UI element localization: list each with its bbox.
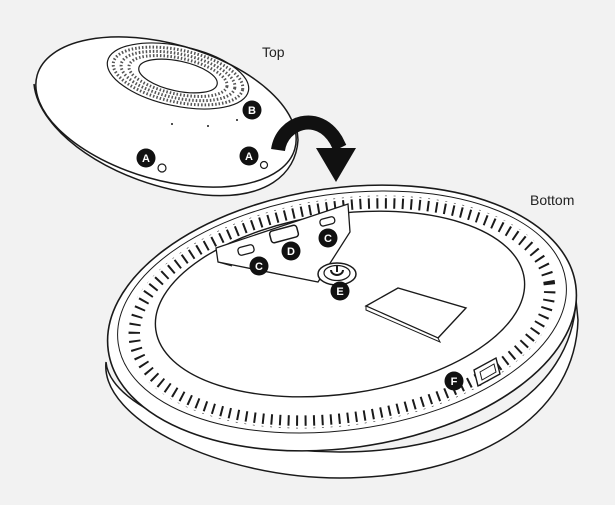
callout-letter: C <box>255 261 263 273</box>
callout-e-7: E <box>330 281 350 301</box>
flip-arrow-icon <box>271 115 356 182</box>
callout-b-3: B <box>242 100 262 120</box>
callout-letter: E <box>336 286 343 298</box>
callout-letter: C <box>324 233 332 245</box>
callout-letter: A <box>245 151 253 163</box>
vent-slots <box>127 195 557 429</box>
callout-letter: B <box>248 105 256 117</box>
speaker-grille <box>106 42 250 110</box>
callout-c-4: C <box>318 228 338 248</box>
callout-d-6: D <box>281 241 301 261</box>
lock-slot <box>473 356 501 388</box>
rubber-foot <box>364 287 468 344</box>
indicator-light-right <box>259 160 269 170</box>
callout-c-5: C <box>249 256 269 276</box>
callout-a-2: A <box>239 146 259 166</box>
callout-letter: F <box>451 376 458 388</box>
bottom-view-label: Bottom <box>530 192 575 208</box>
callout-a-1: A <box>136 148 156 168</box>
callout-f-8: F <box>444 371 464 391</box>
bottom-view-device <box>105 184 579 479</box>
hdmi-port <box>268 224 300 244</box>
power-button <box>317 262 357 286</box>
indicator-light-left <box>157 163 167 173</box>
callout-letter: D <box>287 246 295 258</box>
top-view-device <box>33 36 299 197</box>
usb-c-port-right <box>319 216 336 227</box>
top-view-label: Top <box>262 44 285 60</box>
usb-c-port-left <box>237 244 255 256</box>
callout-letter: A <box>142 153 150 165</box>
port-panel <box>215 203 351 283</box>
callout-badges: A A B C C D E F <box>136 100 464 391</box>
